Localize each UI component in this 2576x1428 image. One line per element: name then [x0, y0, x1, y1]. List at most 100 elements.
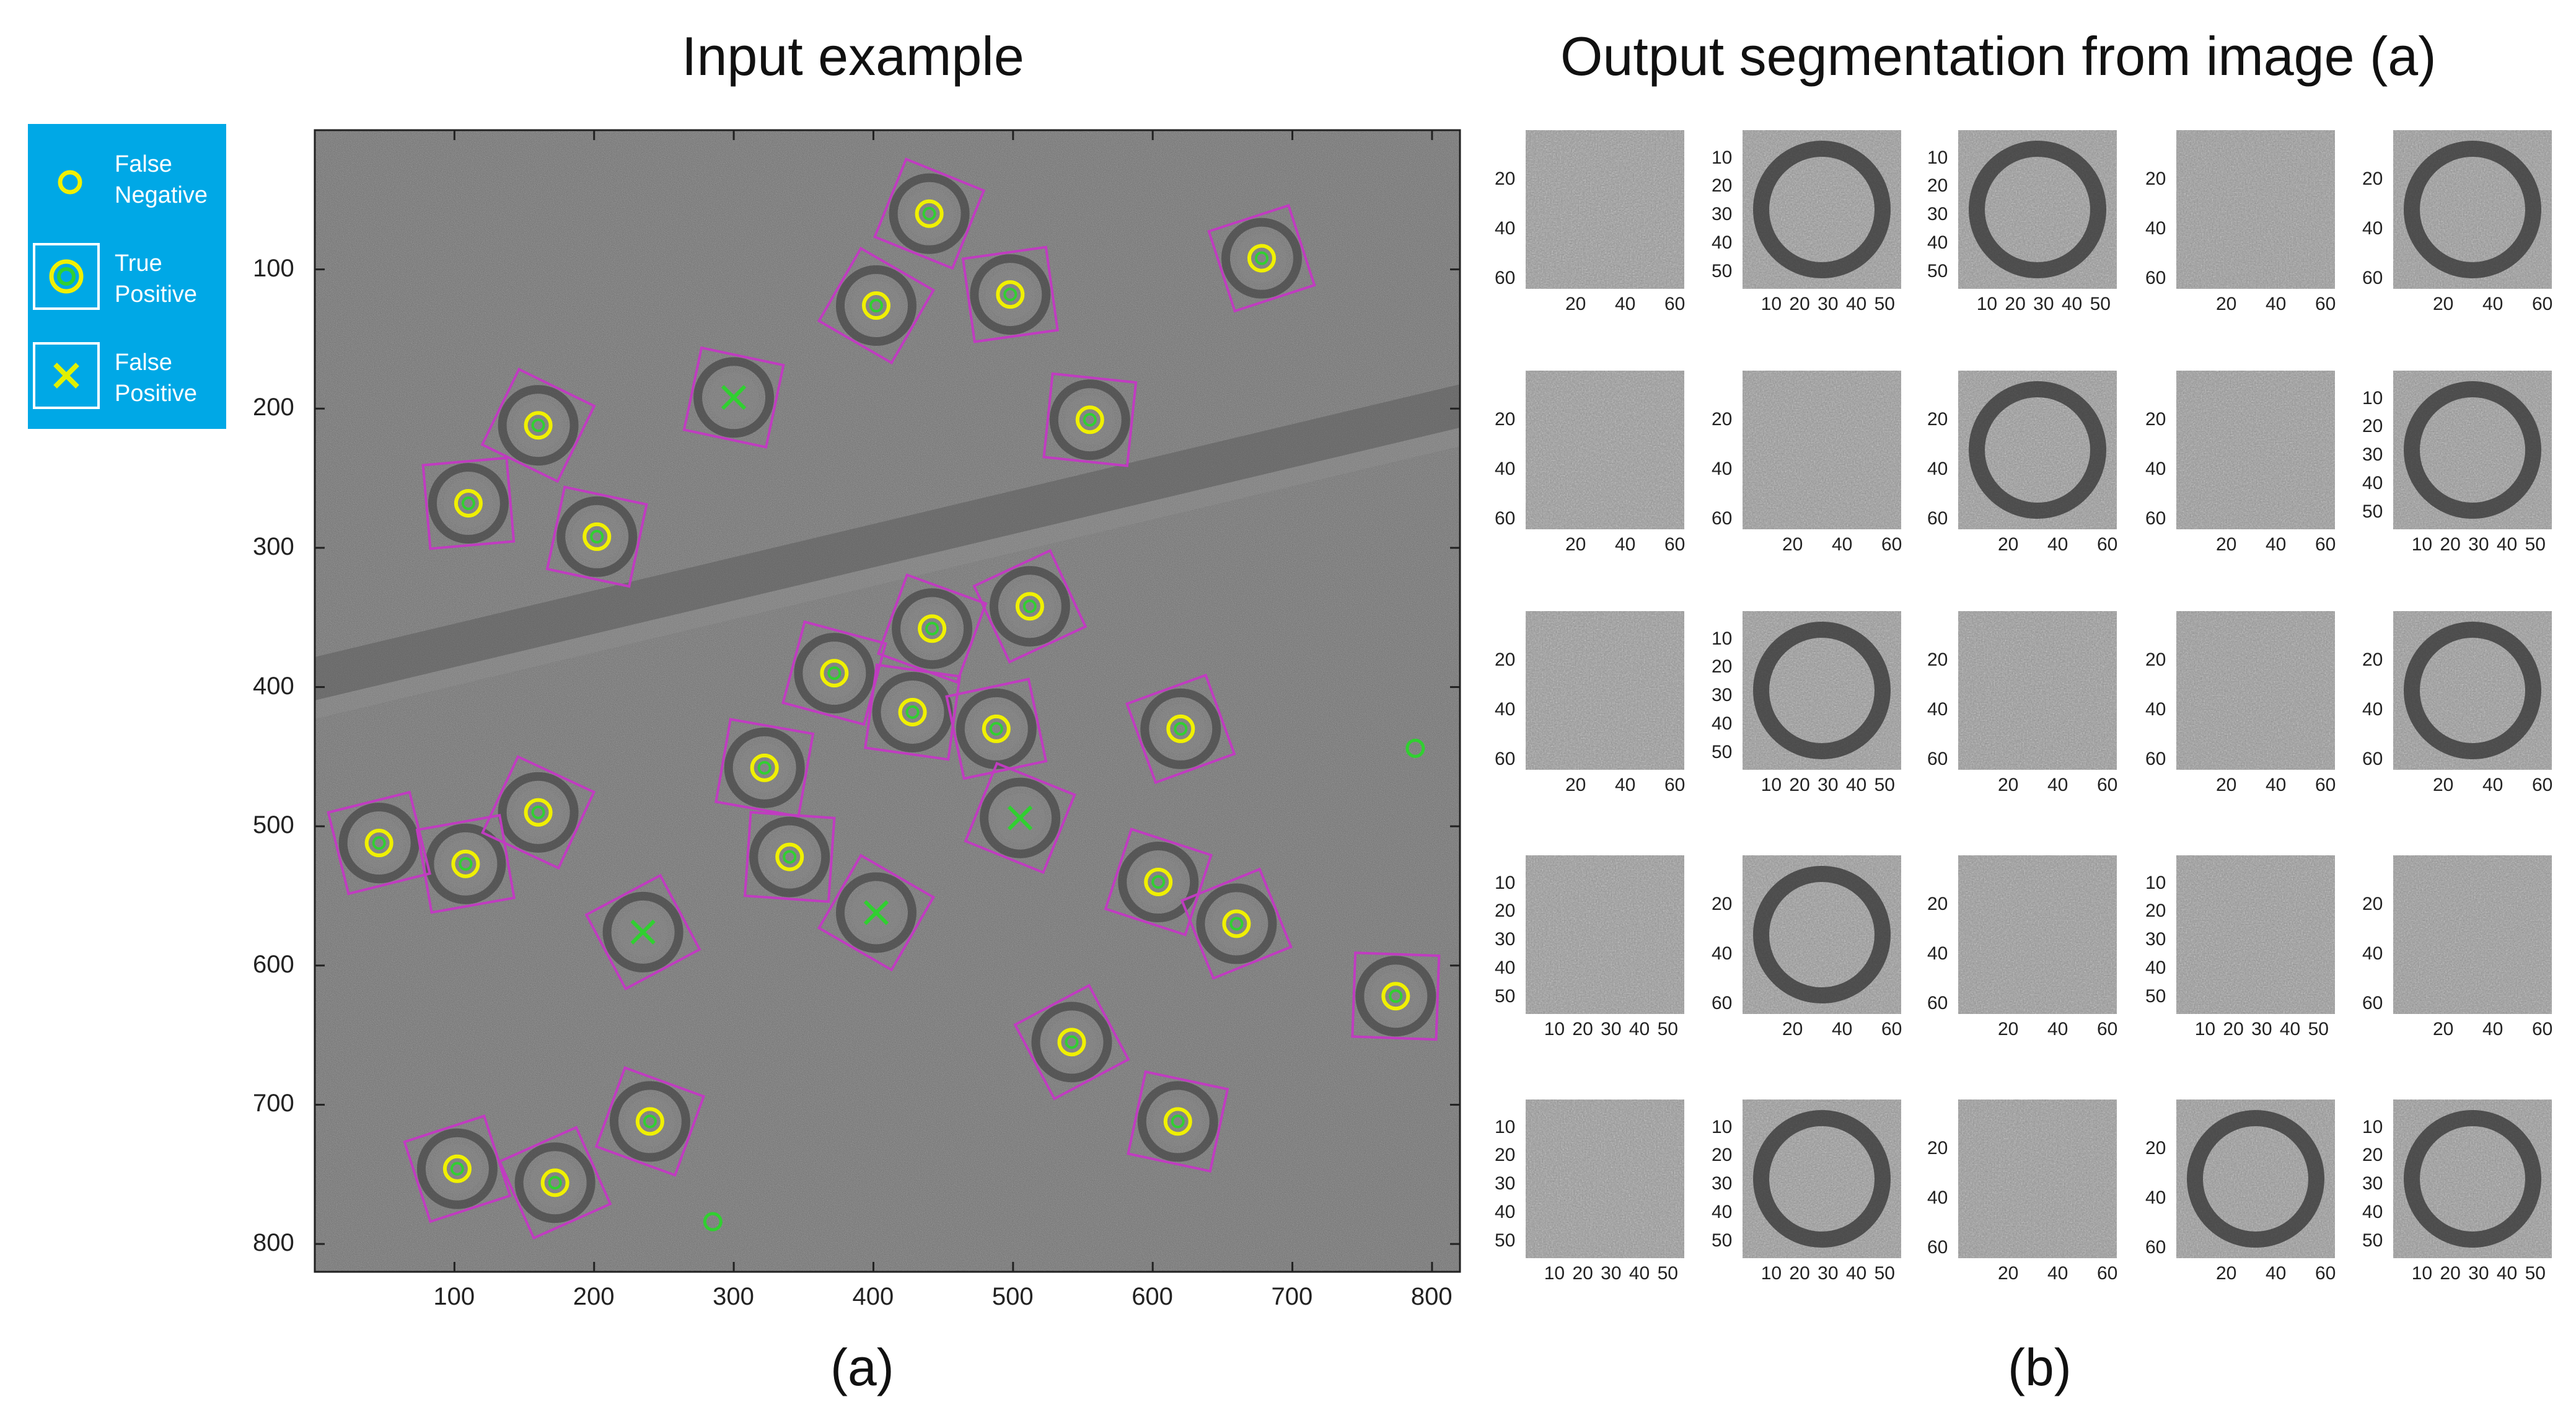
false-positive-icon [53, 363, 79, 389]
true-positive-center [757, 760, 771, 775]
detection-box [1180, 867, 1293, 981]
patch-y-tick-label: 20 [1495, 650, 1516, 670]
patch-x-tick-label: 60 [1664, 534, 1686, 555]
detection-box [327, 790, 432, 896]
patch-y-tick-label: 60 [1927, 508, 1948, 529]
patch-x-tick-label: 50 [2525, 534, 2546, 555]
particle-core [625, 1096, 675, 1147]
patch-y-tick-label: 20 [1712, 894, 1733, 914]
patch-x-tick-label: 50 [1657, 1263, 1678, 1284]
patch-x-tick-label: 40 [2047, 1263, 2068, 1284]
segmentation-patch [2393, 371, 2552, 529]
true-positive-center [1083, 413, 1097, 427]
particle-ring [794, 633, 875, 714]
true-positive-marker [454, 489, 483, 518]
patch-x-tick-label: 60 [2315, 1263, 2336, 1284]
patch-x-tick-label: 40 [1845, 775, 1867, 795]
patch-x-tick-label: 10 [1761, 1263, 1782, 1284]
legend-tp-line1: True [115, 250, 162, 276]
false-negative-marker [1405, 738, 1425, 758]
segmentation-patch [2176, 611, 2335, 770]
patch-y-tick-label: 50 [1495, 985, 1516, 1007]
patch-y-tick-label: 60 [2362, 749, 2383, 769]
particle-core [765, 832, 815, 882]
patch-x-tick-label: 30 [1601, 1263, 1622, 1284]
legend-fp-line2: Positive [115, 381, 198, 407]
true-positive-marker [915, 199, 944, 228]
patch-x-tick-label: 40 [1845, 294, 1867, 314]
legend-fp-line1: False [115, 350, 172, 376]
particle-core [1236, 233, 1286, 283]
x-tick-label: 400 [852, 1283, 894, 1310]
segmentation-patch [1743, 371, 1901, 529]
patch-x-tick-label: 40 [2266, 1263, 2287, 1284]
patch-y-tick-label: 40 [2362, 472, 2383, 493]
particle-core [1371, 971, 1421, 1021]
patch-y-tick-label: 10 [1712, 1116, 1733, 1137]
particle-ring [1196, 883, 1277, 964]
patch-y-tick-label: 20 [2145, 409, 2166, 430]
patch-x-tick-label: 40 [2266, 534, 2287, 555]
detection-box [1125, 673, 1236, 785]
patch-y-tick-label: 10 [1495, 872, 1516, 893]
detection-box [972, 549, 1088, 664]
segmentation-patch [1958, 130, 2117, 289]
patch-x-tick-label: 30 [1818, 294, 1839, 314]
particle-core [572, 511, 622, 562]
true-positive-marker [1381, 982, 1410, 1011]
patch-y-tick-label: 60 [1712, 508, 1733, 529]
particle-core [809, 648, 859, 699]
patch-y-tick-label: 20 [2362, 416, 2383, 437]
particle-core [443, 478, 493, 529]
patch-x-tick-label: 40 [2047, 534, 2068, 555]
segmentation-patch [1958, 1100, 2117, 1258]
patch-y-tick-label: 50 [1712, 260, 1733, 281]
true-positive-center [1003, 288, 1018, 302]
true-positive-marker [524, 798, 553, 827]
patch-y-tick-label: 30 [1495, 1173, 1516, 1194]
patch-x-tick-label: 30 [2468, 1263, 2489, 1284]
patch-y-tick-label: 50 [1712, 1230, 1733, 1251]
x-tick-label: 600 [1132, 1283, 1173, 1310]
detection-box [415, 814, 516, 914]
patch-y-tick-label: 10 [1927, 147, 1948, 168]
patch-image [1526, 371, 1684, 529]
legend: False Negative True Positive False Posit… [28, 124, 226, 429]
patch-y-tick-label: 40 [2145, 218, 2166, 239]
x-tick-label: 300 [713, 1283, 754, 1310]
patch-y-tick-label: 20 [2362, 169, 2383, 189]
particle-ring [514, 1142, 596, 1223]
patch-x-tick-label: 60 [2097, 534, 2118, 555]
true-positive-center [1229, 917, 1244, 931]
patch-y-tick-label: 40 [2145, 1188, 2166, 1208]
particle-core [513, 400, 563, 451]
particle-ring [1140, 688, 1221, 769]
particle-core [1065, 395, 1115, 445]
patch-image [2176, 611, 2335, 770]
true-positive-marker [750, 753, 779, 782]
particle-core [1156, 703, 1206, 754]
detection-box [682, 346, 785, 449]
patch-y-tick-label: 40 [1927, 1188, 1948, 1208]
particle-ring [749, 816, 830, 897]
patch-y-tick-label: 30 [2362, 1173, 2383, 1194]
patch-image [1526, 1100, 1684, 1258]
segmentation-patch [1958, 855, 2117, 1014]
patch-x-tick-label: 40 [2047, 775, 2068, 795]
segmentation-patch [2393, 1100, 2552, 1258]
patch-y-tick-label: 20 [1927, 175, 1948, 196]
true-positive-marker [820, 659, 849, 688]
patch-image [1743, 130, 1901, 289]
particle-ring [602, 891, 684, 972]
segmentation-patch [1743, 855, 1901, 1014]
patch-y-tick-label: 20 [2145, 901, 2166, 922]
patch-x-tick-label: 10 [2411, 1263, 2433, 1284]
patch-x-tick-label: 60 [2097, 1263, 2118, 1284]
particle-core [432, 1144, 482, 1194]
patch-x-tick-label: 10 [1976, 294, 1998, 314]
particle-ring [980, 777, 1061, 858]
patch-image [1743, 371, 1901, 529]
segmentation-patch [1743, 1100, 1901, 1258]
patch-x-tick-label: 40 [1615, 775, 1636, 795]
patch-y-tick-label: 60 [1927, 749, 1948, 769]
